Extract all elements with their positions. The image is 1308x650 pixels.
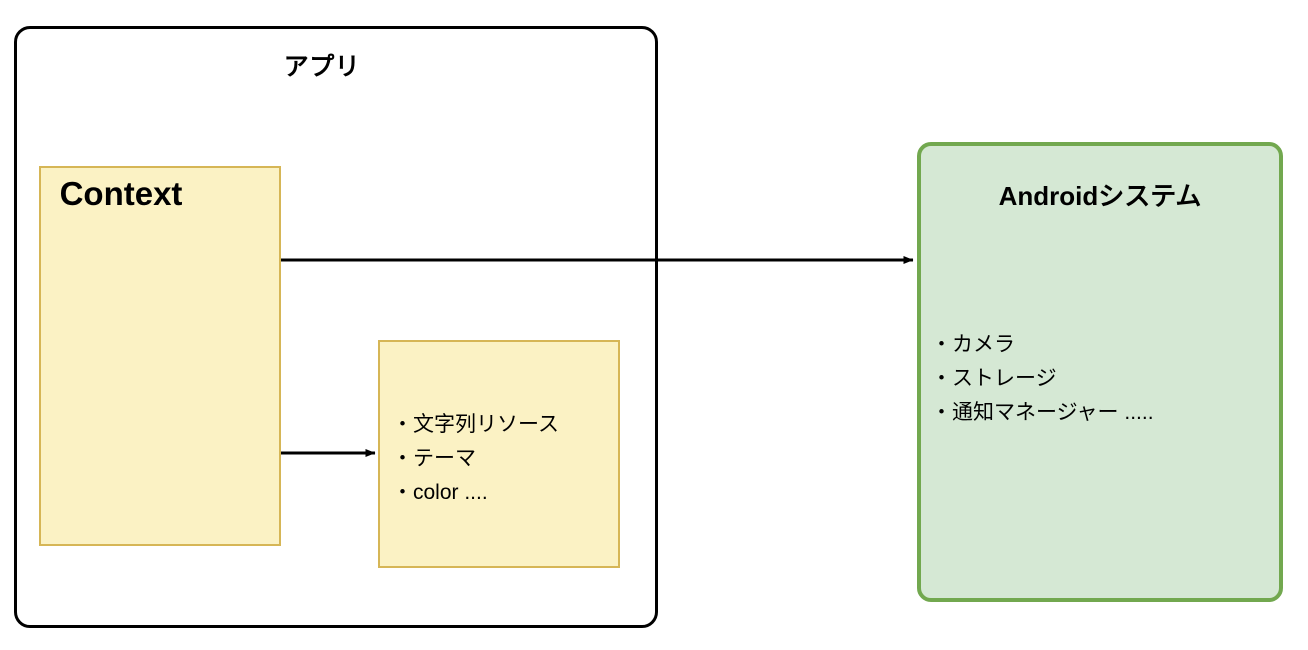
context-box: [39, 166, 281, 546]
list-item: ・文字列リソース: [392, 413, 559, 436]
list-item: ・color ....: [392, 481, 488, 504]
resources-box: ・文字列リソース ・テーマ ・color ....: [378, 340, 620, 568]
list-item: ・カメラ: [931, 333, 1015, 356]
list-item: ・通知マネージャー .....: [931, 401, 1154, 424]
android-system-list: ・カメラ ・ストレージ ・通知マネージャー .....: [931, 328, 1273, 430]
list-item: ・テーマ: [392, 447, 476, 470]
android-system-title: Androidシステム: [998, 181, 1202, 211]
android-system-box: Androidシステム ・カメラ ・ストレージ ・通知マネージャー .....: [917, 142, 1283, 602]
list-item: ・ストレージ: [931, 367, 1057, 390]
app-container-title: アプリ: [283, 53, 361, 81]
context-label: Context: [59, 175, 183, 212]
resources-list: ・文字列リソース ・テーマ ・color ....: [392, 408, 612, 510]
